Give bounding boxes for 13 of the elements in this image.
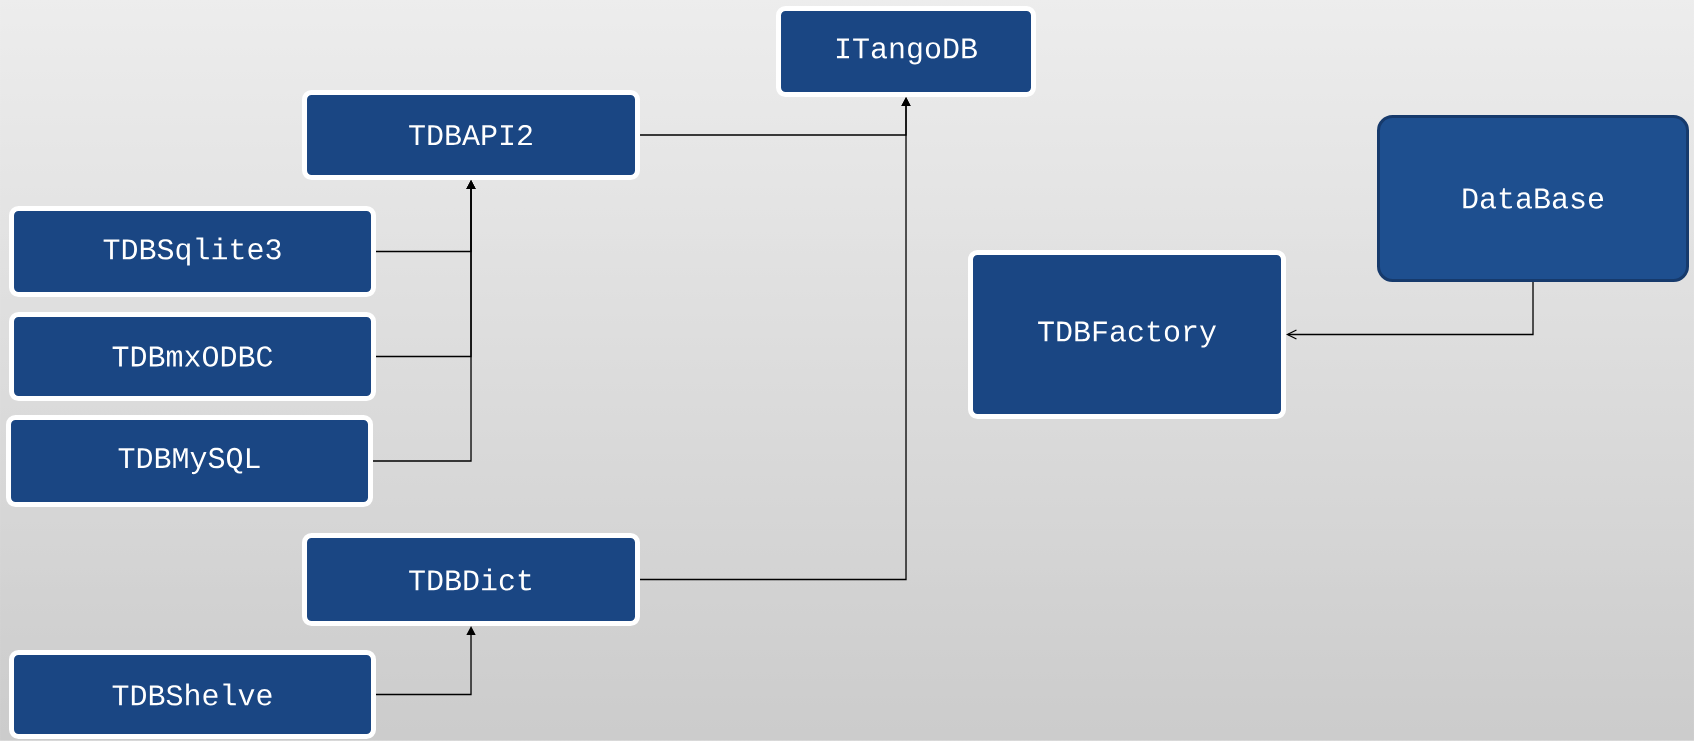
class-box: TDBShelve	[9, 650, 376, 739]
class-box: ITangoDB	[776, 6, 1036, 97]
arrow	[375, 626, 476, 696]
arrow	[372, 180, 476, 462]
class-box: TDBDict	[302, 533, 640, 626]
class-box: TDBFactory	[968, 250, 1286, 419]
class-box: TDBMySQL	[6, 415, 373, 507]
class-box: TDBSqlite3	[9, 206, 376, 297]
class-box: TDBmxODBC	[9, 312, 376, 401]
class-box: DataBase	[1377, 115, 1689, 282]
class-box: TDBAPI2	[302, 90, 640, 180]
arrow	[1286, 281, 1534, 340]
arrow	[639, 97, 911, 581]
